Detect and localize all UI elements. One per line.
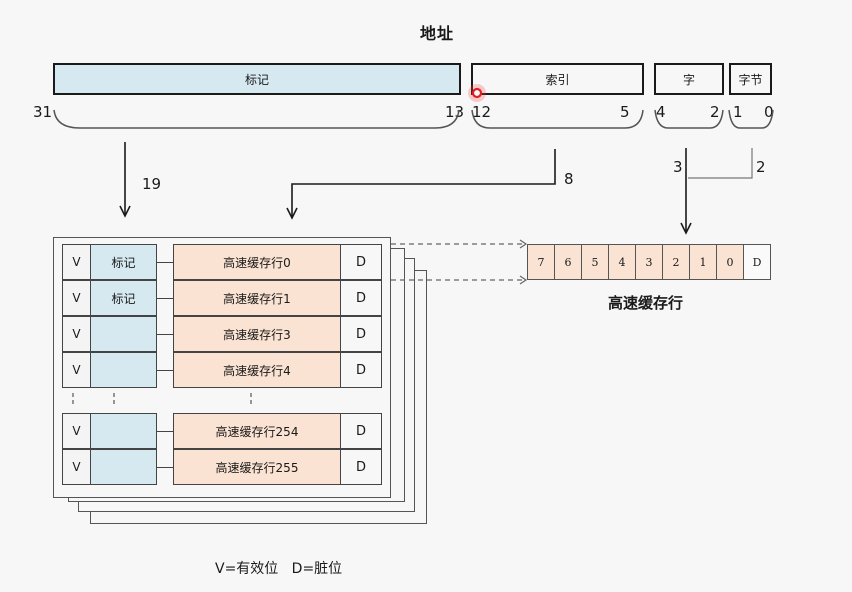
tag-line-connector [157, 431, 173, 432]
word-width-label: 3 [673, 158, 683, 176]
tag-cell: 标记 [90, 244, 157, 280]
bit-2: 2 [710, 103, 720, 121]
cache-line-cell: 高速缓存行1 [173, 280, 341, 316]
cache-line-byte: 3 [635, 244, 663, 280]
byte-width-label: 2 [756, 158, 766, 176]
bit-12: 12 [472, 103, 492, 121]
cache-line-byte: 5 [581, 244, 609, 280]
bit-5: 5 [620, 103, 630, 121]
cache-line-caption: 高速缓存行 [608, 294, 684, 312]
valid-bit-cell: V [62, 280, 91, 316]
tag-cell [90, 449, 157, 485]
tag-line-connector [157, 298, 173, 299]
cache-line-byte: 1 [689, 244, 717, 280]
cache-line-cell: 高速缓存行4 [173, 352, 341, 388]
cache-line-cell: 高速缓存行3 [173, 316, 341, 352]
tag-line-connector [157, 370, 173, 371]
address-title: 地址 [420, 24, 455, 43]
index-field-label: 索引 [545, 72, 570, 87]
dirty-bit-cell: D [340, 449, 382, 485]
cache-line-byte: 7 [527, 244, 555, 280]
index-arrow-head [286, 207, 298, 220]
legend: V=有效位 D=脏位 [215, 561, 343, 577]
valid-bit-cell: V [62, 316, 91, 352]
cache-line-byte: 0 [716, 244, 744, 280]
cache-line-dirty-cell: D [743, 244, 771, 280]
tag-field: 标记 [53, 63, 461, 95]
bit-1: 1 [733, 103, 743, 121]
tag-cell: 标记 [90, 280, 157, 316]
tag-line-connector [157, 467, 173, 468]
tag-cell [90, 316, 157, 352]
dirty-bit-cell: D [340, 352, 382, 388]
valid-bit-cell: V [62, 244, 91, 280]
cache-line-byte: 4 [608, 244, 636, 280]
tag-brace [53, 109, 460, 129]
tag-line-connector [157, 334, 173, 335]
word-arrow-head [680, 222, 692, 235]
byte-field: 字节 [729, 63, 772, 95]
tag-field-label: 标记 [244, 72, 269, 87]
bit-13: 13 [445, 103, 465, 121]
dirty-bit-cell: D [340, 316, 382, 352]
dashed-map-bottom-head [519, 275, 528, 285]
tag-line-connector [157, 262, 173, 263]
index-arrow [291, 149, 556, 217]
byte-brace [728, 109, 774, 129]
cache-line-byte: 6 [554, 244, 582, 280]
cache-line-cell: 高速缓存行255 [173, 449, 341, 485]
word-brace [654, 109, 724, 129]
byte-join-line [688, 148, 753, 179]
cache-line-cell: 高速缓存行0 [173, 244, 341, 280]
word-field: 字 [654, 63, 724, 95]
valid-bit-cell: V [62, 449, 91, 485]
bit-0: 0 [764, 103, 774, 121]
index-brace [471, 109, 644, 129]
tag-cell [90, 413, 157, 449]
word-field-label: 字 [682, 72, 695, 87]
cache-line-cell: 高速缓存行254 [173, 413, 341, 449]
dirty-bit-cell: D [340, 280, 382, 316]
bit-4: 4 [656, 103, 666, 121]
dashed-map-top-head [519, 239, 528, 249]
tag-width-label: 19 [142, 175, 162, 193]
bit-31: 31 [33, 103, 53, 121]
dirty-bit-cell: D [340, 244, 382, 280]
tag-cell [90, 352, 157, 388]
index-field: 索引 [471, 63, 644, 95]
pointer-marker [468, 84, 486, 102]
index-width-label: 8 [564, 170, 574, 188]
dirty-bit-cell: D [340, 413, 382, 449]
tag-arrow-head [119, 205, 131, 218]
byte-field-label: 字节 [738, 72, 763, 87]
